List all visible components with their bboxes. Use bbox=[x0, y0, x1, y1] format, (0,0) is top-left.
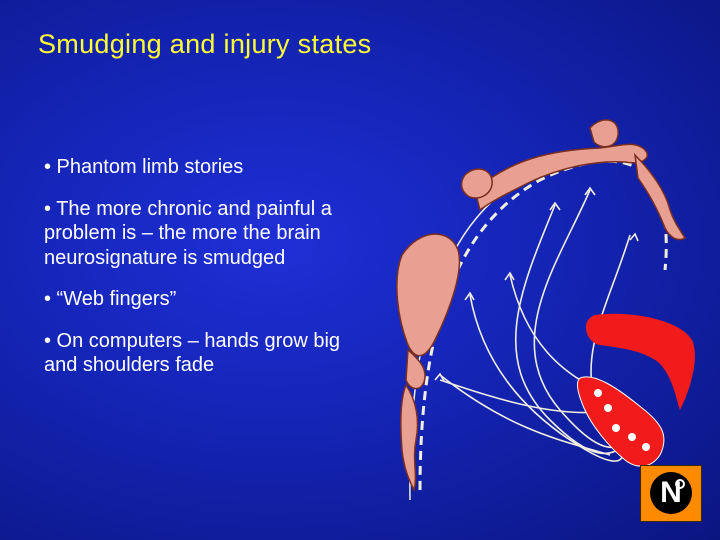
logo-ring-icon bbox=[675, 479, 685, 489]
bullet-item: • Phantom limb stories bbox=[44, 156, 244, 178]
fiber-ending bbox=[549, 201, 561, 211]
neuron-dots bbox=[594, 389, 650, 451]
neuron-dot bbox=[604, 404, 612, 412]
logo-disc bbox=[650, 472, 692, 514]
neuron-dot bbox=[612, 424, 620, 432]
homunculus bbox=[396, 119, 687, 493]
fiber-ending bbox=[434, 372, 445, 382]
fiber-ending bbox=[464, 291, 475, 301]
brand-logo: N bbox=[640, 465, 702, 522]
nerve-fiber bbox=[469, 294, 626, 462]
neuron-dot bbox=[642, 443, 650, 451]
homunculus-head bbox=[589, 119, 619, 148]
homunculus-hand bbox=[460, 168, 493, 199]
nerve-fiber bbox=[439, 374, 611, 456]
fiber-ending bbox=[629, 232, 639, 242]
bullet-list: • Phantom limb stories • The more chroni… bbox=[44, 155, 344, 395]
slide-title: Smudging and injury states bbox=[38, 29, 372, 59]
fiber-ending bbox=[504, 271, 515, 281]
brain-region-red bbox=[585, 313, 695, 410]
brain-neurosignature-diagram bbox=[396, 119, 695, 501]
fiber-ending bbox=[584, 186, 596, 196]
logo-glyph: N bbox=[660, 476, 682, 509]
neuron-dot bbox=[594, 389, 602, 397]
homunculus-jaw bbox=[405, 348, 426, 390]
homunculus-throat bbox=[400, 383, 419, 493]
neuron-dot bbox=[628, 433, 636, 441]
homunculus-arm bbox=[474, 143, 648, 212]
bullet-item: • On computers – hands grow big and shou… bbox=[44, 329, 341, 377]
homunculus-face bbox=[396, 233, 461, 357]
homunculus-leg bbox=[633, 152, 687, 241]
bullet-item: • “Web fingers” bbox=[44, 288, 177, 310]
fiber-endings bbox=[434, 186, 639, 382]
bullet-item: • The more chronic and painful a problem… bbox=[44, 197, 332, 269]
